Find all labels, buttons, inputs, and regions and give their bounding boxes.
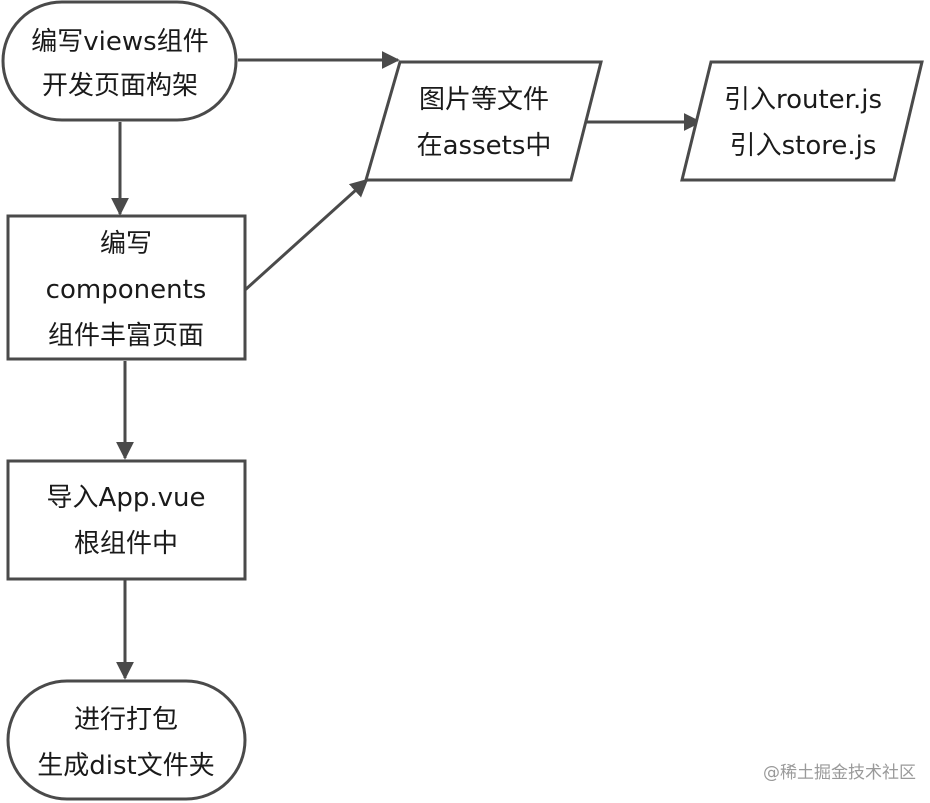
node-app-line-2: 根组件中 [74, 529, 178, 559]
node-router-store: 引入router.js 引入store.js [680, 60, 924, 182]
node-start-line-1: 编写views组件 [31, 27, 208, 57]
node-components-line-3: 组件丰富页面 [48, 321, 204, 351]
node-app: 导入App.vue 根组件中 [6, 459, 247, 581]
node-components: 编写 components 组件丰富页面 [6, 214, 247, 361]
node-end-line-2: 生成dist文件夹 [37, 751, 214, 781]
node-app-line-1: 导入App.vue [47, 483, 206, 513]
edge-components-to-assets [243, 178, 369, 292]
watermark: @稀土掘金技术社区 [763, 763, 916, 783]
node-components-line-1: 编写 [100, 229, 152, 259]
node-end: 进行打包 生成dist文件夹 [6, 679, 247, 801]
node-assets-line-1: 图片等文件 [419, 85, 549, 115]
node-start-line-2: 开发页面构架 [42, 71, 198, 101]
node-assets-line-2: 在assets中 [417, 131, 552, 161]
node-router-line-2: 引入store.js [730, 131, 877, 161]
node-router-line-1: 引入router.js [724, 85, 882, 115]
node-components-line-2: components [46, 275, 207, 305]
node-end-line-1: 进行打包 [74, 705, 178, 735]
node-start: 编写views组件 开发页面构架 [1, 0, 238, 122]
node-assets: 图片等文件 在assets中 [364, 60, 603, 182]
